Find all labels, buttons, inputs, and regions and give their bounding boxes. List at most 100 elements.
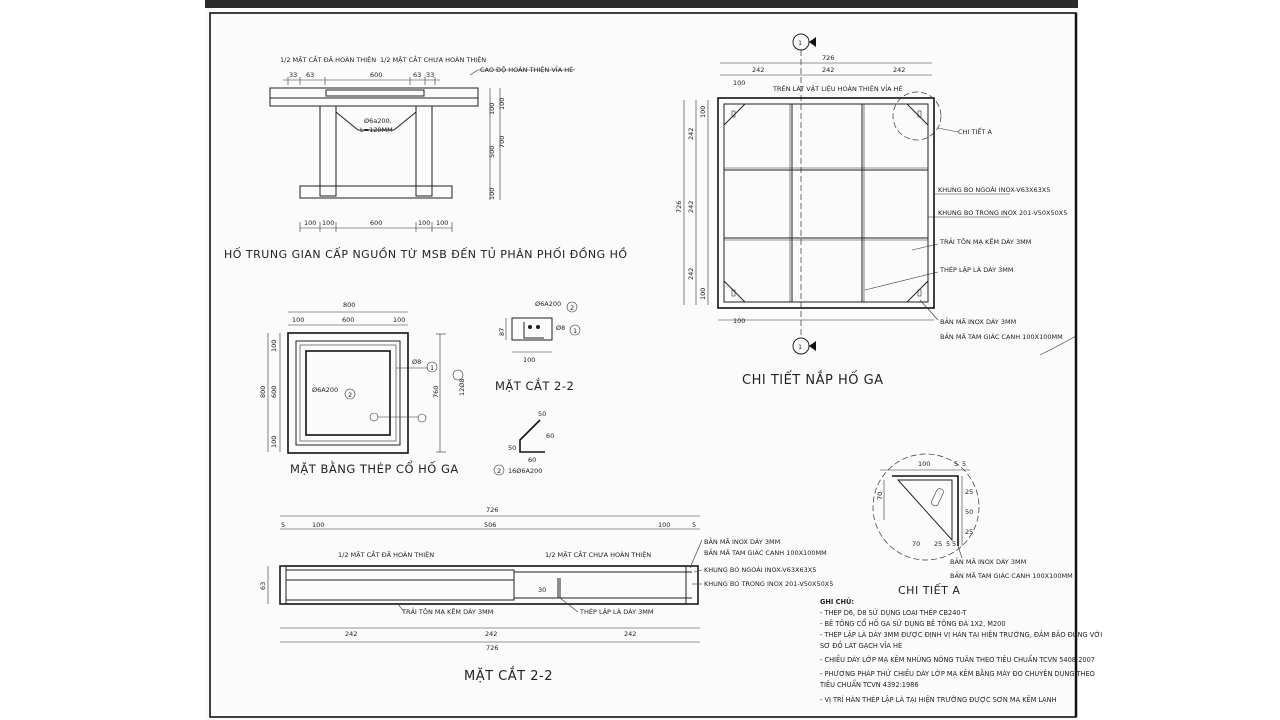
long-dim-total: 726 bbox=[486, 506, 498, 514]
detail-dim-bottom-1: 5 bbox=[946, 540, 950, 548]
hook-dim-2: 50 bbox=[508, 444, 516, 452]
long-label-bottom-1: TRẢI TÔN MẠ KẼM DÀY 3MM bbox=[401, 607, 493, 616]
long-dim-top-3: 100 bbox=[658, 521, 670, 529]
cover-callout-5: BẢN MÃ TAM GIÁC CẠNH 100X100MM bbox=[940, 332, 1063, 341]
plan-rebar-outer bbox=[295, 340, 401, 446]
dim-right-3: 700 bbox=[498, 136, 506, 148]
note-line-7: - VỊ TRÍ HÀN THÉP LẬP LÀ TẠI HIỆN TRƯỜNG… bbox=[820, 695, 1057, 704]
long-label-finished: 1/2 MẶT CẮT ĐÃ HOÀN THIỆN bbox=[338, 549, 434, 559]
cover-dim-total: 726 bbox=[822, 54, 834, 62]
long-dim-bottom-0: 242 bbox=[345, 630, 357, 638]
note-line-0: - THÉP D6, D8 SỬ DỤNG LOẠI THÉP CB240-T bbox=[820, 608, 967, 617]
manhole-section: 1/2 MẶT CẮT ĐÃ HOÀN THIỆN 1/2 MẶT CẮT CH… bbox=[224, 54, 628, 261]
note-line-3: SƠ ĐỒ LÁT GẠCH VỈA HÈ bbox=[820, 640, 902, 650]
dim-bottom-4: 100 bbox=[436, 219, 448, 227]
rebar-label-2: L=120MM bbox=[360, 126, 393, 134]
dim-top-0: 33 bbox=[289, 71, 297, 79]
detail-dim-70: 70 bbox=[876, 492, 884, 500]
detail-dim-top-2: 5 bbox=[962, 460, 966, 468]
base-slab bbox=[299, 185, 453, 199]
pen-mark bbox=[1039, 335, 1077, 356]
plan-dim-left-1: 600 bbox=[270, 386, 278, 398]
detail-dim-side-1: 50 bbox=[965, 508, 973, 516]
cover-dim-left-2: 242 bbox=[687, 268, 695, 280]
wall-right bbox=[415, 105, 433, 197]
cover-dim-top-2: 242 bbox=[893, 66, 905, 74]
dim-bottom-1: 100 bbox=[322, 219, 334, 227]
small-section-body bbox=[511, 317, 553, 341]
long-callout-1: BẢN MÃ TAM GIÁC CẠNH 100X100MM bbox=[704, 548, 827, 557]
cover-label-top: TRÊN LÁT VẬT LIỆU HOÀN THIỆN VỈA HÈ bbox=[772, 84, 903, 93]
cover-detail: 1 726 242 242 242 100 TRÊN LÁT VẬT LIỆU … bbox=[675, 33, 1077, 388]
small-marker-1: 1 bbox=[573, 327, 577, 335]
long-dim-bottom-total: 726 bbox=[486, 644, 498, 652]
cover-dim-top-1: 242 bbox=[822, 66, 834, 74]
small-marker-2: 2 bbox=[570, 304, 574, 312]
long-section-title: MẶT CẮT 2-2 bbox=[464, 667, 553, 684]
long-dim-30: 30 bbox=[538, 586, 546, 594]
cover-dim-top-0: 242 bbox=[752, 66, 764, 74]
scan-top-edge bbox=[205, 0, 1078, 8]
dim-bottom-3: 100 bbox=[418, 219, 430, 227]
notes-block: GHI CHÚ: - THÉP D6, D8 SỬ DỤNG LOẠI THÉP… bbox=[819, 597, 1102, 704]
detail-dim-top-1: 5 bbox=[954, 460, 958, 468]
cover-callout-2: TRẢI TÔN MẠ KẼM DÀY 3MM bbox=[939, 237, 1031, 246]
dim-right-0: 100 bbox=[488, 103, 496, 115]
long-label-bottom-2: THÉP LẬP LÀ DÀY 3MM bbox=[579, 607, 654, 616]
wall-left bbox=[319, 105, 337, 197]
cover-callout-1: KHUNG BO TRONG INOX 201-V50X50X5 bbox=[938, 209, 1067, 217]
plan-dim-top-0: 100 bbox=[292, 316, 304, 324]
dim-top-1: 63 bbox=[306, 71, 314, 79]
dim-top-2: 600 bbox=[370, 71, 382, 79]
dim-right-1: 100 bbox=[498, 98, 506, 110]
plan-outer bbox=[287, 332, 409, 454]
hook-dim-1: 60 bbox=[546, 432, 554, 440]
long-callout-0: BẢN MÃ INOX DÀY 3MM bbox=[704, 537, 780, 546]
long-label-unfinished: 1/2 MẶT CẮT CHƯA HOÀN THIỆN bbox=[545, 549, 651, 559]
small-label-d8: Ø8 bbox=[556, 324, 565, 332]
cover-callout-3: THÉP LẬP LÀ DÀY 3MM bbox=[939, 265, 1014, 274]
plan-dim-left-0: 100 bbox=[270, 340, 278, 352]
section-label-unfinished: 1/2 MẶT CẮT CHƯA HOÀN THIỆN bbox=[380, 54, 486, 64]
hook-dim-0: 50 bbox=[538, 410, 546, 418]
plan-label-6a200: Ø6A200 bbox=[312, 386, 338, 394]
plan-title: MẶT BẰNG THÉP CỔ HỐ GA bbox=[290, 460, 459, 476]
small-section: Ø6A200 2 Ø8 1 87 100 MẶT CẮT 2-2 50 60 5… bbox=[493, 300, 581, 476]
detail-dim-bottom-0: 25 bbox=[934, 540, 942, 548]
cover-dim-small-3: 100 bbox=[733, 317, 745, 325]
detail-dim-top-0: 100 bbox=[918, 460, 930, 468]
section-title-main: HỐ TRUNG GIAN CẤP NGUỒN TỪ MSB ĐẾN TỦ PH… bbox=[224, 247, 628, 261]
long-section: 726 5 100 506 100 5 1/2 MẶT CẮT ĐÃ HOÀN … bbox=[259, 506, 833, 684]
note-line-4: - CHIỀU DÀY LỚP MẠ KẼM NHÚNG NÓNG TUÂN T… bbox=[820, 654, 1095, 664]
dim-top-3: 63 bbox=[413, 71, 421, 79]
plan-opening bbox=[305, 350, 391, 436]
right-margin bbox=[1078, 0, 1280, 720]
plan-dim-right: 760 bbox=[432, 386, 440, 398]
cover-dim-left-total: 726 bbox=[675, 201, 683, 213]
long-dim-top-4: 5 bbox=[692, 521, 696, 529]
detail-dim-70-b: 70 bbox=[912, 540, 920, 548]
small-label-6a200: Ø6A200 bbox=[535, 300, 561, 308]
plan-dim-left-2: 100 bbox=[270, 436, 278, 448]
cover-callout-0: KHUNG BO NGOÀI INOX-V63X63X5 bbox=[938, 185, 1050, 194]
long-dim-top-0: 5 bbox=[281, 521, 285, 529]
detail-a-title: CHI TIẾT A bbox=[898, 583, 960, 597]
dim-right-2: 500 bbox=[488, 146, 496, 158]
cover-dim-small-2: 100 bbox=[699, 288, 707, 300]
hook-label: 16Ø6A200 bbox=[508, 467, 542, 475]
note-line-1: - BÊ TÔNG CỔ HỐ GA SỬ DỤNG BÊ TÔNG ĐÁ 1X… bbox=[820, 618, 1006, 628]
dim-bottom-2: 600 bbox=[370, 219, 382, 227]
cover-inner-frame bbox=[723, 103, 929, 303]
long-dim-height: 63 bbox=[259, 582, 267, 590]
dim-top-4: 33 bbox=[426, 71, 434, 79]
cover-callout-4: BẢN MÃ INOX DÀY 3MM bbox=[940, 317, 1016, 326]
long-dim-top-2: 506 bbox=[484, 521, 496, 529]
long-dim-bottom-1: 242 bbox=[485, 630, 497, 638]
long-dim-bottom-2: 242 bbox=[624, 630, 636, 638]
notes-heading: GHI CHÚ: bbox=[820, 597, 854, 606]
detail-dim-bottom-2: 5 bbox=[952, 540, 956, 548]
plan-label-d8: Ø8 bbox=[412, 358, 421, 366]
cover-outer-frame bbox=[717, 97, 935, 309]
detail-a-callout-circle bbox=[892, 91, 942, 141]
